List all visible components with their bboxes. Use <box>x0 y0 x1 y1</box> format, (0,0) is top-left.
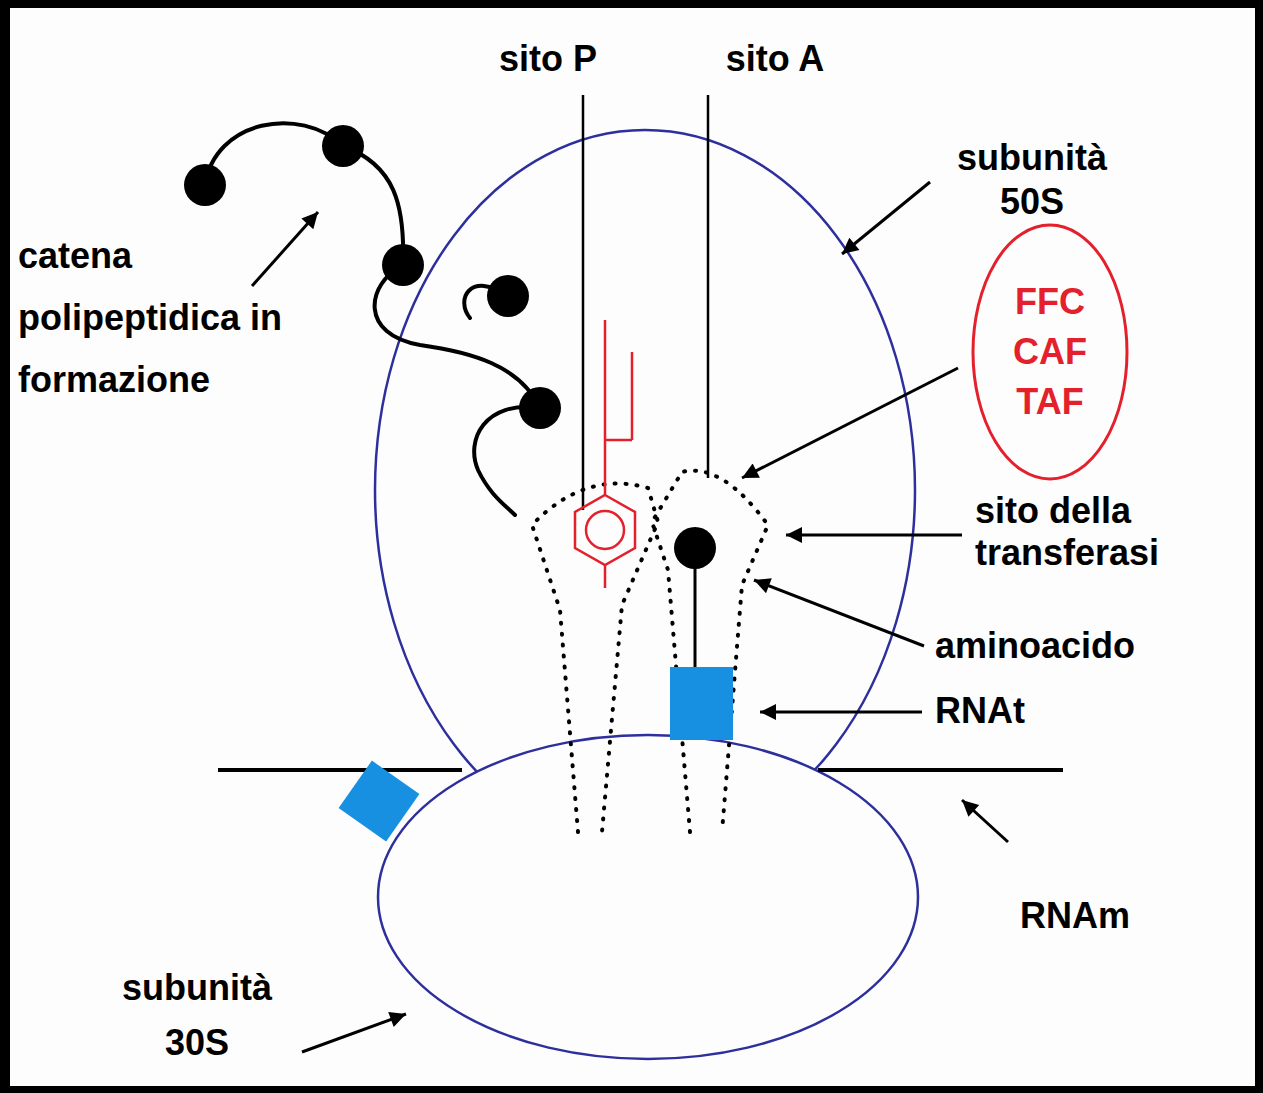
amino-acid <box>487 275 529 317</box>
ellipse-outline <box>973 225 1127 479</box>
leader-arrow <box>962 800 1008 842</box>
leader-arrow <box>842 182 930 254</box>
mrna-strand <box>218 768 462 772</box>
part-label: sito A <box>726 38 825 80</box>
amino-acid <box>322 125 364 167</box>
leader-arrow <box>760 711 922 714</box>
side-chain <box>604 565 607 588</box>
amino-acid <box>674 527 716 569</box>
a-site-line <box>707 95 710 478</box>
p-site-trna-outline <box>532 484 658 832</box>
part-label: sito P <box>499 38 597 80</box>
trna-block <box>339 761 420 842</box>
part-label: catena polipeptidica in formazione <box>18 225 318 411</box>
part-label: RNAt <box>935 690 1025 732</box>
leader-arrow <box>786 534 962 537</box>
paper-ground <box>10 8 1255 1086</box>
peptide-bond <box>375 265 540 408</box>
leader-arrows <box>252 182 1008 1052</box>
leader-arrow <box>302 1014 406 1052</box>
benzene-ring <box>575 495 635 565</box>
amino-acid <box>519 387 561 429</box>
leader-arrow <box>252 212 318 286</box>
drug-names: FFC CAF TAF <box>1013 277 1087 427</box>
leader-arrow <box>754 580 924 646</box>
a-site-trna-outline <box>652 471 768 832</box>
amino-acids <box>184 125 561 429</box>
trna-block <box>670 667 733 740</box>
peptide-bond <box>205 123 343 185</box>
benzene-ring <box>586 511 624 549</box>
leader-arrow <box>742 368 958 478</box>
antibiotic-structure <box>575 320 635 588</box>
part-label: subunità 30S <box>122 960 272 1070</box>
part-label: aminoacido <box>935 625 1135 667</box>
side-chain <box>605 439 632 442</box>
antibiotic-ellipse: FFC CAF TAF <box>970 222 1130 482</box>
trna-stem <box>694 565 697 670</box>
mrna-strand <box>818 768 1063 772</box>
side-chain <box>604 320 607 495</box>
side-chain <box>631 352 634 440</box>
part-label: subunità 50S <box>957 136 1107 224</box>
subunit-30s-outline <box>378 735 918 1059</box>
amino-acid <box>382 244 424 286</box>
part-label: sito della transferasi <box>975 490 1215 574</box>
p-site-line <box>582 95 585 510</box>
part-label: RNAm <box>1020 895 1130 937</box>
amino-acid <box>184 164 226 206</box>
